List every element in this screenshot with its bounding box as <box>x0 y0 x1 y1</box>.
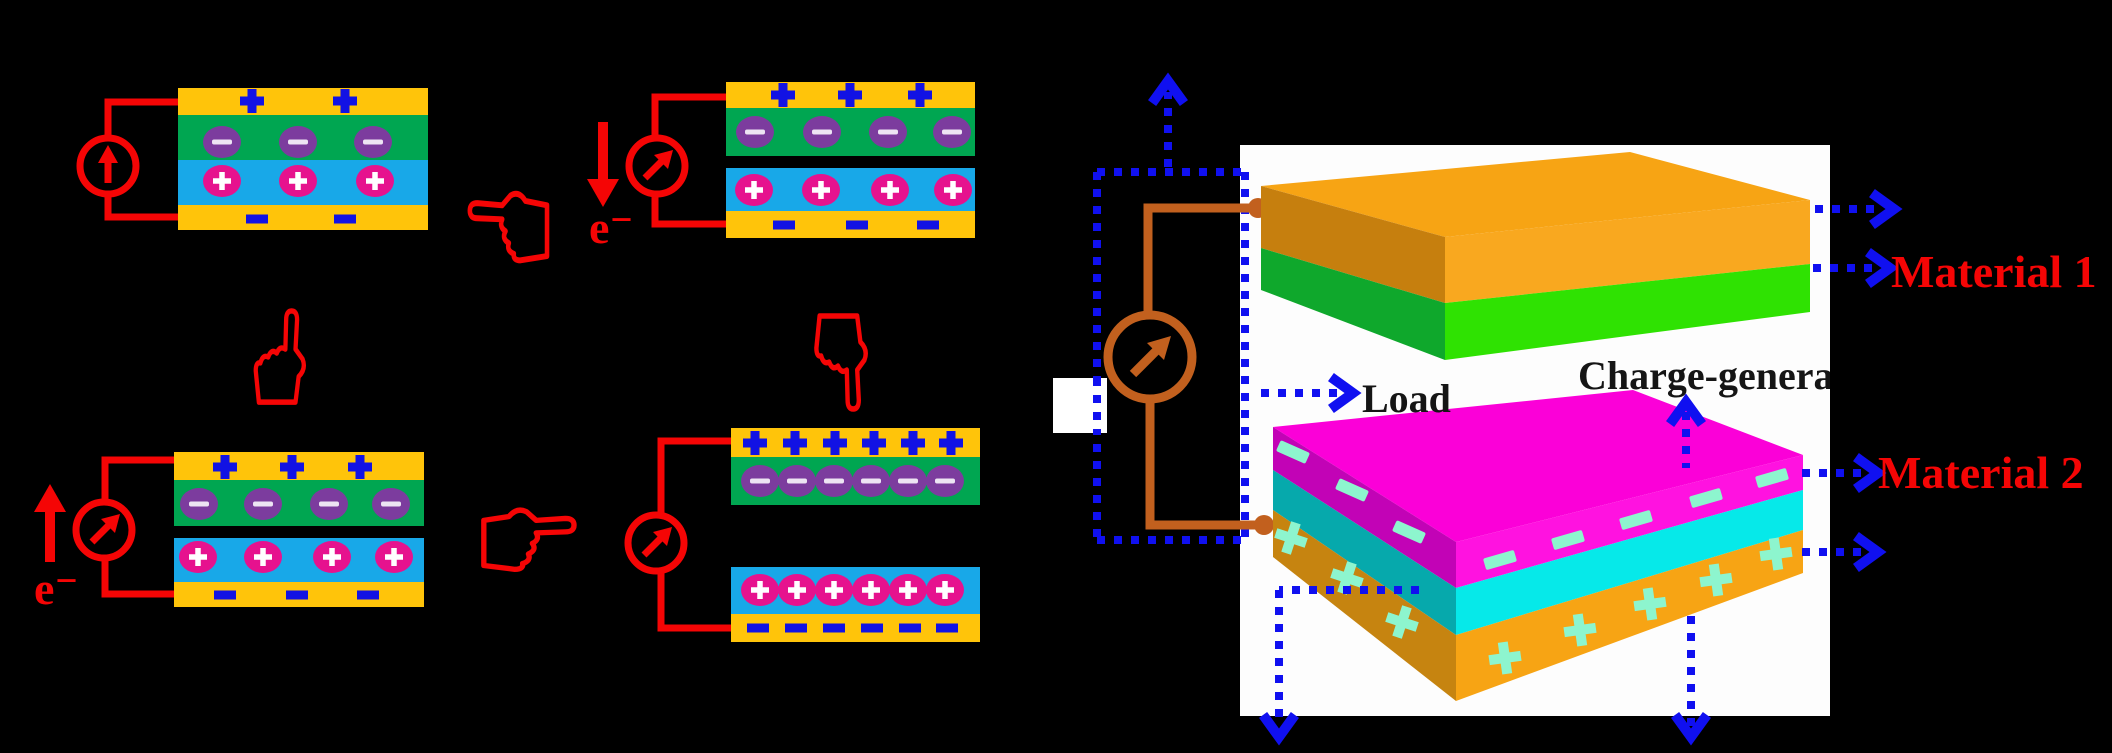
negative-ion-icon <box>852 465 890 497</box>
negative-ion-icon <box>933 116 971 148</box>
positive-ion-icon <box>313 541 351 573</box>
ammeter-diagonal-arrow-icon <box>628 515 684 571</box>
negative-ion-icon <box>244 488 282 520</box>
bottom-electrode <box>178 205 428 230</box>
material2-label: Material 2 <box>1878 447 2084 498</box>
positive-ion-icon <box>741 574 779 606</box>
negative-ion-icon <box>869 116 907 148</box>
minus-charge-icon <box>357 590 379 600</box>
negative-ion-icon <box>203 126 241 158</box>
device-2-releasing-state: e⁻ <box>587 82 975 253</box>
galvanometer-icon <box>1103 310 1197 404</box>
top-electrode <box>731 428 980 457</box>
device-3-pressing-state: e⁻ <box>34 452 424 614</box>
dotted-circuit-loop <box>1093 92 1249 544</box>
minus-charge-icon <box>823 623 845 633</box>
slab2-magenta-top-face <box>1273 390 1803 542</box>
minus-charge-icon <box>747 623 769 633</box>
positive-ion-icon <box>203 165 241 197</box>
minus-charge-icon <box>936 623 958 633</box>
ammeter-up-arrow-icon <box>80 138 136 194</box>
positive-ion-icon <box>815 574 853 606</box>
brown-wire-top <box>1143 203 1250 315</box>
dotted-annotations <box>1261 205 1878 726</box>
slab2-magenta-left-face <box>1273 427 1456 588</box>
positive-ion-icon <box>852 574 890 606</box>
negative-ion-icon <box>310 488 348 520</box>
minus-charge-icon <box>917 220 939 230</box>
positive-ion-icon <box>778 574 816 606</box>
electron-arrow-head-down-icon <box>587 179 619 207</box>
minus-charge-icon <box>785 623 807 633</box>
negative-ion-icon <box>372 488 410 520</box>
charge-layer-label: Charge-genera <box>1578 353 1833 398</box>
material1-label: Material 1 <box>1891 246 2097 297</box>
minus-charge-icon <box>214 590 236 600</box>
top-electrode <box>178 88 428 115</box>
minus-charge-icon <box>773 220 795 230</box>
negative-ion-icon <box>741 465 779 497</box>
negative-ion-icon <box>778 465 816 497</box>
positive-ion-icon <box>934 174 972 206</box>
minus-charge-icon <box>246 214 268 224</box>
material1-slab <box>1261 152 1810 360</box>
positive-ion-icon <box>889 574 927 606</box>
slab2-cyan-left-face <box>1273 470 1456 635</box>
positive-ion-icon <box>244 541 282 573</box>
positive-ion-icon <box>926 574 964 606</box>
electron-flow-down: e⁻ <box>587 122 634 253</box>
minus-charge-icon <box>861 623 883 633</box>
negative-ion-icon <box>889 465 927 497</box>
device-1-pressed-state <box>80 88 428 230</box>
device-4-released-state <box>628 428 980 642</box>
negative-ions <box>203 126 392 158</box>
slab2-cyan-front-face <box>1456 490 1803 635</box>
electron-flow-up: e⁻ <box>34 484 79 614</box>
material2-slab <box>1271 390 1803 701</box>
contact-dot-bottom <box>1254 515 1274 535</box>
electron-label: e⁻ <box>34 563 79 614</box>
slab1-top-face <box>1261 152 1810 237</box>
minus-charge-icon <box>846 220 868 230</box>
minus-charge-icon <box>286 590 308 600</box>
positive-ion-icon <box>802 174 840 206</box>
minus-charge-icon <box>899 623 921 633</box>
negative-ion-icon <box>736 116 774 148</box>
positive-ion-icon <box>356 165 394 197</box>
negative-ion-icon <box>803 116 841 148</box>
positive-ions <box>203 165 394 197</box>
positive-ion-icon <box>735 174 773 206</box>
positive-ion-icon <box>871 174 909 206</box>
slab1-orange-left-face <box>1261 186 1445 303</box>
negative-ion-icon <box>926 465 964 497</box>
electron-arrow-head-up-icon <box>34 484 66 512</box>
positive-ion-icon <box>279 165 317 197</box>
slab1-green-front-face <box>1445 264 1810 360</box>
white-node-box <box>1053 378 1107 433</box>
slab1-orange-front-face <box>1445 200 1810 303</box>
negative-ion-icon <box>354 126 392 158</box>
minus-charge-icon <box>334 214 356 224</box>
slab2-orange-left-face <box>1273 510 1456 701</box>
ammeter-diagonal-arrow-icon <box>76 502 132 558</box>
electron-label: e⁻ <box>589 202 634 253</box>
slab1-green-left-face <box>1261 248 1445 360</box>
negative-ion-icon <box>279 126 317 158</box>
negative-ion-icon <box>815 465 853 497</box>
load-label: Load <box>1362 376 1451 421</box>
negative-ion-icon <box>180 488 218 520</box>
positive-ion-icon <box>375 541 413 573</box>
brown-wire-bottom <box>1145 399 1256 530</box>
ammeter-diagonal-arrow-icon <box>629 138 685 194</box>
positive-ion-icon <box>179 541 217 573</box>
